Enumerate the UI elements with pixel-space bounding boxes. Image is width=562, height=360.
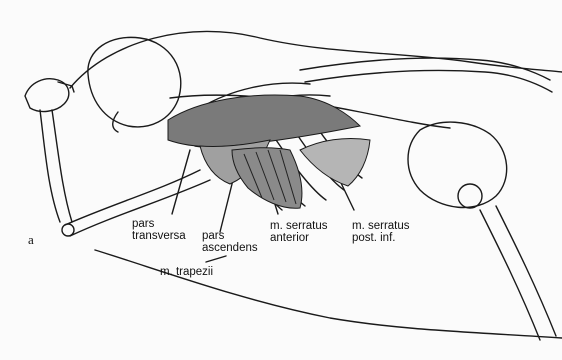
label-serratus-post-inf-line2: post. inf. xyxy=(352,232,410,244)
serratus-anterior-muscle xyxy=(232,148,302,209)
extended-arm xyxy=(300,58,552,92)
label-serratus-anterior-line2: anterior xyxy=(270,232,328,244)
skull xyxy=(88,37,181,126)
label-m-serratus-post-inf: m. serratus post. inf. xyxy=(352,220,410,244)
label-pars-transversa-line1: pars xyxy=(132,218,186,230)
label-m-serratus-anterior: m. serratus anterior xyxy=(270,220,328,244)
raised-arm-bones xyxy=(40,110,72,222)
label-pars-transversa: pars transversa xyxy=(132,218,186,242)
trapezius-muscle xyxy=(168,95,360,147)
label-serratus-anterior-line1: m. serratus xyxy=(270,220,328,232)
leader-trapezii xyxy=(206,256,226,262)
body-outline-upper xyxy=(70,31,562,88)
panel-letter: a xyxy=(28,232,34,248)
label-pars-transversa-line2: transversa xyxy=(132,230,186,242)
label-serratus-post-inf-line1: m. serratus xyxy=(352,220,410,232)
label-pars-ascendens: pars ascendens xyxy=(202,230,258,254)
label-m-trapezii: m. trapezii xyxy=(160,266,213,278)
label-pars-ascendens-line1: pars xyxy=(202,230,258,242)
serratus-post-inf-muscle xyxy=(300,138,370,186)
pelvis xyxy=(408,122,507,207)
leg-bones xyxy=(480,206,556,340)
label-pars-ascendens-line2: ascendens xyxy=(202,242,258,254)
body-outline-lower xyxy=(95,250,562,338)
